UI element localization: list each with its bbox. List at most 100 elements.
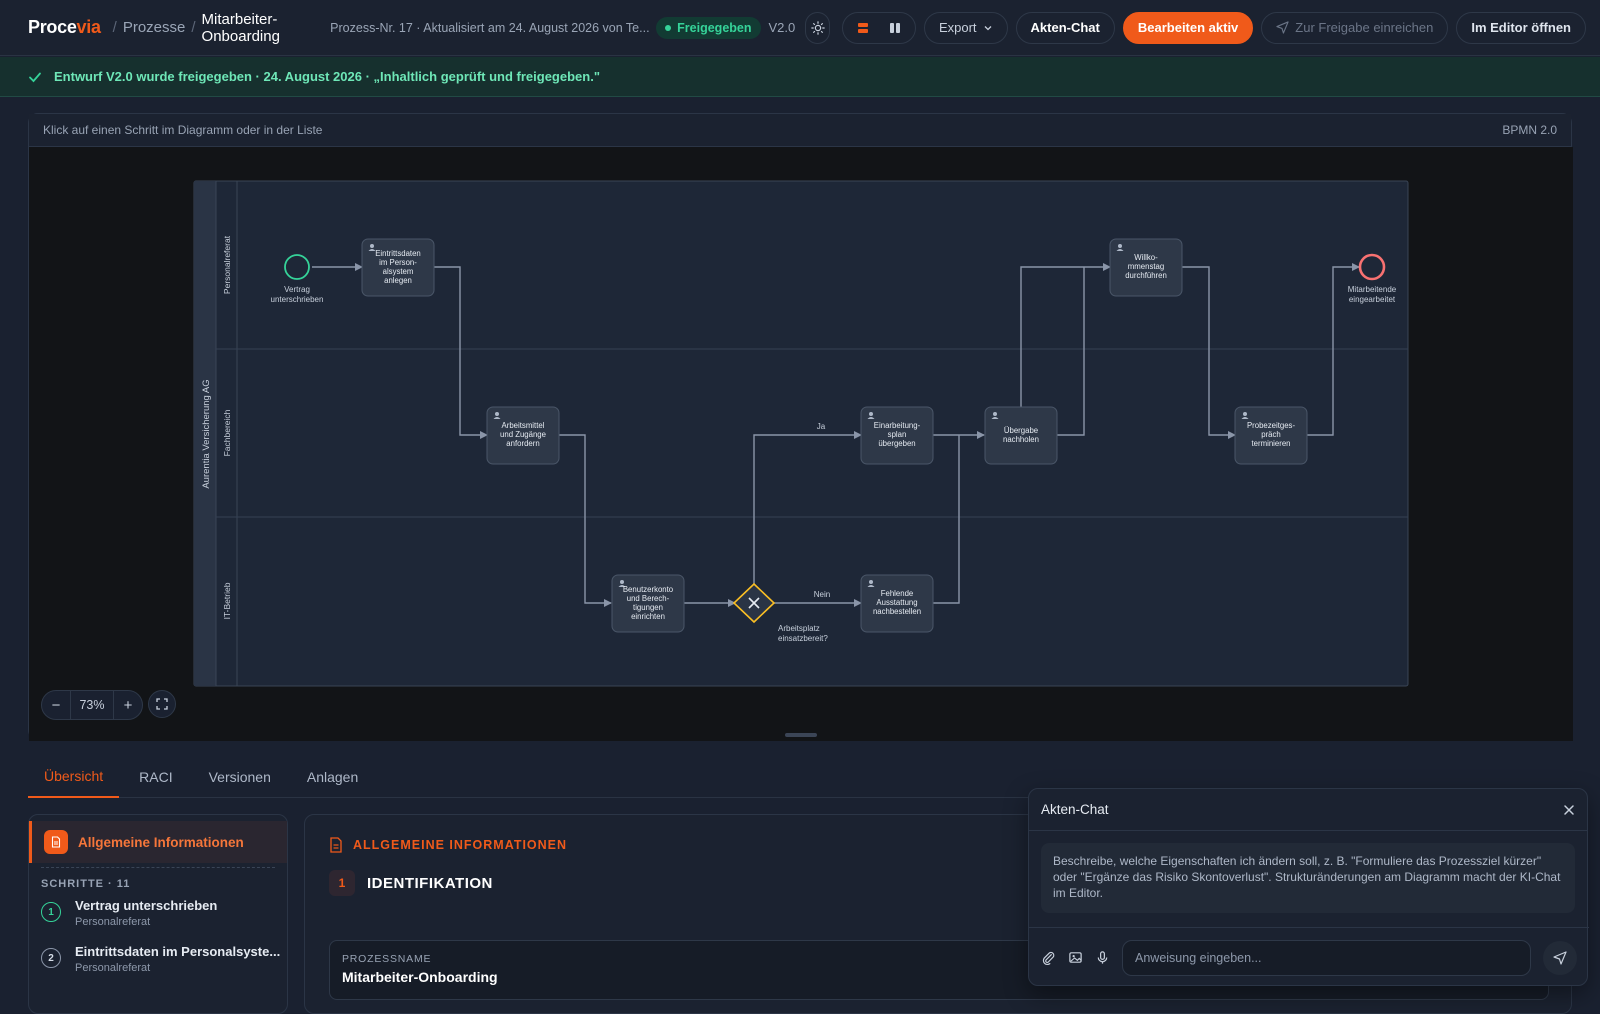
document-icon: [44, 830, 68, 854]
approval-banner: Entwurf V2.0 wurde freigegeben · 24. Aug…: [0, 57, 1600, 97]
rows-icon: [857, 22, 868, 33]
tab-versions[interactable]: Versionen: [208, 769, 271, 785]
subsection-title: 1 IDENTIFIKATION: [329, 870, 493, 896]
svg-text:Willko-: Willko-: [1134, 253, 1158, 262]
step-title: Eintrittsdaten im Personalsyste...: [75, 944, 281, 959]
theme-toggle-button[interactable]: [805, 11, 830, 44]
svg-text:unterschrieben: unterschrieben: [271, 295, 324, 304]
image-icon[interactable]: [1068, 950, 1083, 965]
subsection-number: 1: [329, 870, 355, 896]
step-item[interactable]: 1 Vertrag unterschrieben Personalreferat: [41, 890, 287, 936]
logo[interactable]: Procevia: [28, 17, 101, 37]
svg-text:Mitarbeitende: Mitarbeitende: [1348, 285, 1397, 294]
svg-text:Vertrag: Vertrag: [284, 285, 310, 294]
fullscreen-button[interactable]: [148, 690, 176, 718]
akten-chat-button[interactable]: Akten-Chat: [1015, 11, 1115, 44]
step-number: 2: [41, 948, 61, 968]
task-probezeitgespraech[interactable]: Probezeitges- präch terminieren: [1234, 406, 1308, 465]
svg-text:nachholen: nachholen: [1003, 435, 1039, 444]
layout-split-button[interactable]: [881, 16, 909, 40]
svg-text:terminieren: terminieren: [1252, 439, 1291, 448]
chat-title: Akten-Chat: [1041, 802, 1109, 817]
resize-handle[interactable]: [785, 733, 817, 737]
zoom-in-button[interactable]: +: [123, 696, 133, 714]
diagram-canvas[interactable]: Aurentia Versicherung AG Personalreferat…: [29, 147, 1573, 741]
microphone-icon[interactable]: [1095, 950, 1110, 965]
close-icon[interactable]: [1563, 804, 1575, 816]
svg-text:mmenstag: mmenstag: [1128, 262, 1164, 271]
task-fehlende-ausstattung[interactable]: Fehlende Ausstattung nachbestellen: [860, 574, 934, 633]
subsection-label: IDENTIFIKATION: [367, 874, 493, 892]
step-sidebar: Allgemeine Informationen SCHRITTE · 11 1…: [28, 814, 288, 1014]
banner-text: Entwurf V2.0 wurde freigegeben · 24. Aug…: [54, 69, 600, 84]
breadcrumb-separator: /: [191, 19, 196, 36]
lane-label: Personalreferat: [222, 235, 232, 294]
sidebar-item-general[interactable]: Allgemeine Informationen: [29, 821, 287, 863]
zoom-control: − 73% +: [41, 690, 143, 720]
steps-header: SCHRITTE · 11: [41, 878, 131, 890]
svg-text:Arbeitsplatz: Arbeitsplatz: [778, 624, 820, 633]
svg-text:Einarbeitung-: Einarbeitung-: [874, 421, 921, 430]
tab-overview[interactable]: Übersicht: [28, 756, 120, 798]
task-eintrittsdaten[interactable]: Eintrittsdaten im Person- alsystem anleg…: [361, 238, 435, 297]
end-event[interactable]: Mitarbeitende eingearbeitet: [1348, 253, 1397, 304]
svg-text:im Person-: im Person-: [379, 258, 417, 267]
zoom-level: 73%: [70, 690, 114, 720]
svg-text:einrichten: einrichten: [631, 612, 665, 621]
sun-icon: [810, 20, 825, 35]
pool-header: [194, 181, 216, 686]
svg-text:Eintrittsdaten: Eintrittsdaten: [375, 249, 421, 258]
breadcrumb-root[interactable]: Prozesse: [122, 19, 186, 36]
svg-text:übergeben: übergeben: [878, 439, 915, 448]
svg-text:einsatzbereit?: einsatzbereit?: [778, 634, 828, 643]
export-button[interactable]: Export: [923, 11, 1008, 44]
task-uebergabe[interactable]: Übergabe nachholen: [984, 406, 1058, 465]
paperclip-icon[interactable]: [1041, 950, 1056, 966]
chat-input[interactable]: Anweisung eingeben...: [1122, 939, 1531, 976]
svg-text:anlegen: anlegen: [384, 276, 412, 285]
svg-text:Arbeitsmittel: Arbeitsmittel: [502, 421, 545, 430]
layout-stacked-button[interactable]: [849, 16, 877, 40]
field-value: Mitarbeiter-Onboarding: [342, 969, 498, 985]
document-icon: [330, 837, 342, 853]
expand-icon: [156, 698, 168, 710]
send-button[interactable]: [1543, 940, 1577, 975]
diagram-panel: Klick auf einen Schritt im Diagramm oder…: [28, 113, 1573, 741]
start-event[interactable]: Vertrag unterschrieben: [271, 254, 324, 304]
open-editor-button[interactable]: Im Editor öffnen: [1456, 11, 1586, 44]
tab-attachments[interactable]: Anlagen: [306, 769, 359, 785]
step-lane: Personalreferat: [75, 962, 151, 974]
submit-approval-button[interactable]: Zur Freigabe einreichen: [1261, 11, 1449, 44]
step-title: Vertrag unterschrieben: [75, 898, 218, 913]
edit-active-button[interactable]: Bearbeiten aktiv: [1122, 11, 1254, 44]
svg-text:Fehlende: Fehlende: [881, 589, 914, 598]
check-icon: [29, 72, 41, 82]
breadcrumb-separator: /: [112, 19, 117, 36]
chat-panel: Akten-Chat Beschreibe, welche Eigenschaf…: [1028, 788, 1589, 986]
version-label: V2.0: [768, 20, 796, 35]
tab-bar: Übersicht RACI Versionen Anlagen: [28, 756, 1572, 798]
columns-icon: [889, 22, 900, 33]
svg-text:präch: präch: [1261, 430, 1281, 439]
task-willkommenstag[interactable]: Willko- mmenstag durchführen: [1109, 238, 1183, 297]
zoom-out-button[interactable]: −: [51, 696, 61, 714]
task-einarbeitungsplan[interactable]: Einarbeitung- splan übergeben: [860, 406, 934, 465]
breadcrumb-current: Mitarbeiter-Onboarding: [201, 10, 280, 45]
tab-raci[interactable]: RACI: [139, 769, 173, 785]
diagram-header: Klick auf einen Schritt im Diagramm oder…: [29, 114, 1571, 147]
svg-text:und Berech-: und Berech-: [627, 594, 670, 603]
process-meta: Prozess-Nr. 17 · Aktualisiert am 24. Aug…: [330, 20, 650, 35]
field-label: PROZESSNAME: [342, 953, 432, 965]
sidebar-item-label: Allgemeine Informationen: [78, 834, 244, 850]
task-arbeitsmittel[interactable]: Arbeitsmittel und Zugänge anfordern: [486, 406, 560, 465]
svg-text:tigungen: tigungen: [633, 603, 663, 612]
section-title: ALLGEMEINE INFORMATIONEN: [329, 837, 567, 853]
step-item[interactable]: 2 Eintrittsdaten im Personalsyste... Per…: [41, 936, 287, 982]
status-badge: Freigegeben: [656, 16, 761, 39]
svg-text:anfordern: anfordern: [506, 439, 539, 448]
chevron-down-icon: [984, 25, 991, 30]
task-benutzerkonto[interactable]: Benutzerkonto und Berech- tigungen einri…: [611, 574, 685, 633]
exclusive-gateway[interactable]: Arbeitsplatz einsatzbereit?: [732, 582, 828, 643]
bpmn-diagram[interactable]: Aurentia Versicherung AG Personalreferat…: [29, 147, 1573, 741]
chat-message: Beschreibe, welche Eigenschaften ich änd…: [1041, 843, 1575, 913]
